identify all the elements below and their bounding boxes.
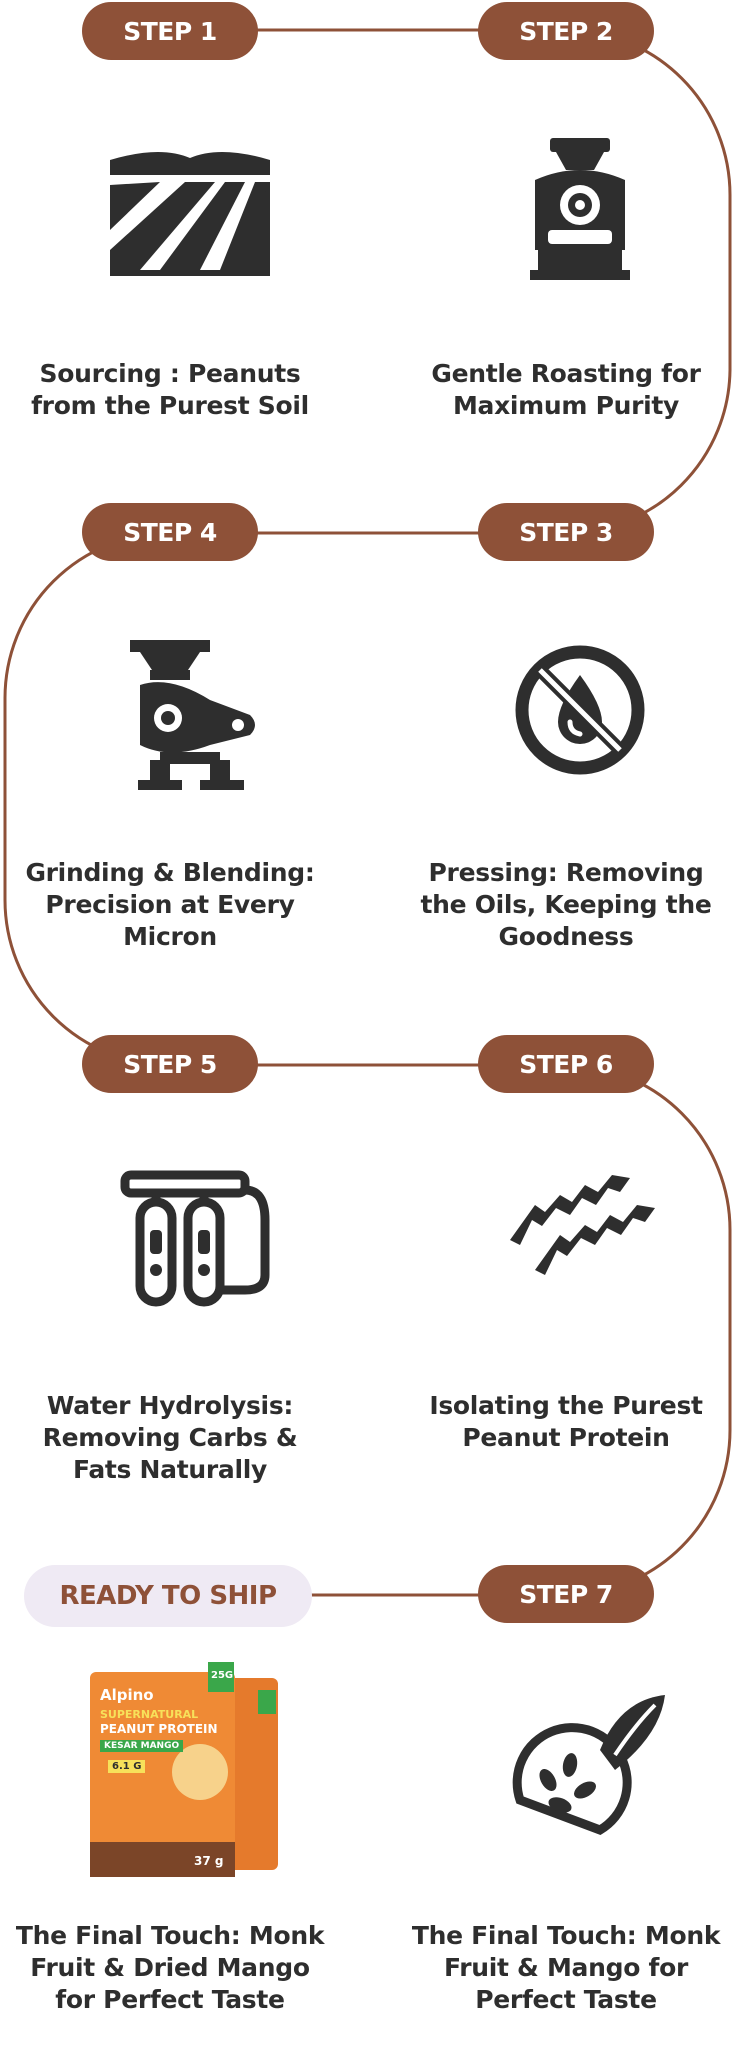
product-weight: 37 g — [194, 1854, 224, 1868]
step-7-badge: STEP 7 — [478, 1565, 654, 1623]
step-4-caption: Grinding & Blending: Precision at Every … — [25, 858, 315, 951]
step-1-caption: Sourcing : Peanuts from the Purest Soil — [31, 359, 309, 420]
grinder-machine-icon — [100, 630, 280, 810]
step-6-caption: Isolating the Purest Peanut Protein — [429, 1391, 703, 1452]
product-brand: Alpino — [100, 1686, 154, 1704]
ready-caption: The Final Touch: Monk Fruit & Dried Mang… — [15, 1921, 325, 2014]
product-protein-badge: 25G — [211, 1670, 234, 1681]
step-1-badge: STEP 1 — [82, 2, 258, 60]
water-filter-icon — [100, 1150, 280, 1330]
product-flavor: KESAR MANGO — [100, 1740, 184, 1752]
fruit-slice-icon — [490, 1680, 670, 1860]
step-4-badge: STEP 4 — [82, 503, 258, 561]
protein-helix-icon — [490, 1150, 670, 1330]
product-package-image: Alpino SUPERNATURAL PEANUT PROTEIN KESAR… — [90, 1662, 290, 1887]
step-2-badge: STEP 2 — [478, 2, 654, 60]
step-6-badge: STEP 6 — [478, 1035, 654, 1093]
step-5-caption: Water Hydrolysis: Removing Carbs & Fats … — [42, 1391, 298, 1484]
product-fiber: 6.1 G — [108, 1760, 146, 1773]
product-line: SUPERNATURAL — [100, 1708, 199, 1721]
product-name: PEANUT PROTEIN — [100, 1722, 218, 1736]
step-3-caption: Pressing: Removing the Oils, Keeping the… — [420, 858, 712, 951]
step-3-badge: STEP 3 — [478, 503, 654, 561]
field-rows-icon — [100, 140, 280, 320]
step-7-caption: The Final Touch: Monk Fruit & Mango for … — [411, 1921, 721, 2014]
step-5-badge: STEP 5 — [82, 1035, 258, 1093]
ready-to-ship-badge: READY TO SHIP — [24, 1565, 312, 1627]
roaster-machine-icon — [490, 130, 670, 310]
step-2-caption: Gentle Roasting for Maximum Purity — [431, 359, 701, 420]
no-oil-drop-icon — [490, 620, 670, 800]
